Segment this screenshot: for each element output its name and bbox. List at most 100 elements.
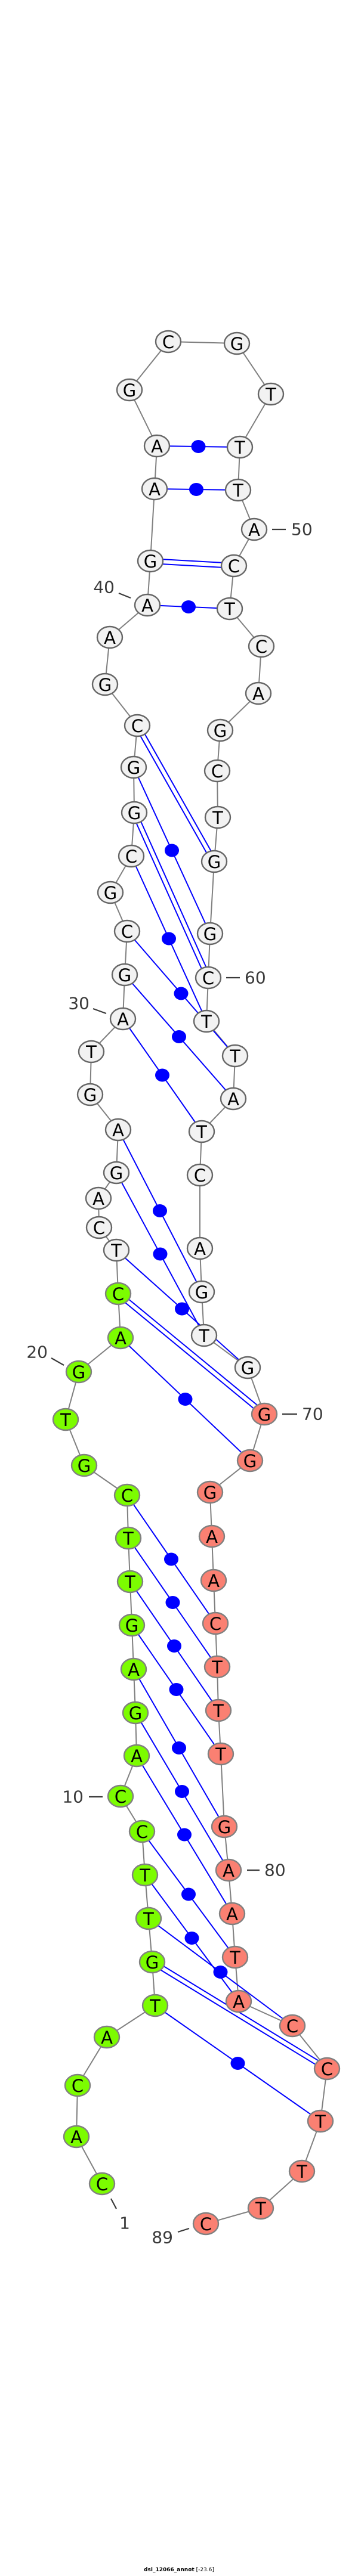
nucleotide-circle: [107, 1326, 134, 1350]
nucleotide-43: A: [143, 434, 171, 458]
nucleotide-27: A: [104, 1118, 132, 1142]
nucleotide-circle: [234, 1356, 261, 1380]
nucleotide-circle: [218, 1902, 246, 1926]
gc-bond-line: [131, 813, 207, 979]
nucleotide-letter: C: [162, 332, 174, 352]
nucleotide-circle: [225, 1989, 252, 2013]
nucleotide-circle: [111, 963, 138, 987]
nucleotide-25: A: [85, 1186, 112, 1210]
nucleotide-letter: G: [203, 924, 217, 944]
nucleotide-79: G: [211, 1815, 238, 1839]
nucleotide-letter: C: [321, 2059, 333, 2079]
nucleotide-85: C: [313, 2057, 341, 2081]
bond-dot: [172, 1741, 186, 1754]
nucleotide-letter: T: [232, 481, 243, 501]
nucleotide-68: T: [190, 1323, 218, 1347]
nucleotide-letter: G: [129, 1703, 142, 1723]
nucleotide-letter: C: [121, 1486, 133, 1506]
nucleotide-letter: T: [110, 1241, 122, 1261]
nucleotide-letter: C: [211, 761, 223, 782]
nucleotide-letter: T: [85, 1042, 97, 1062]
nucleotide-letter: T: [211, 1657, 223, 1678]
nucleotide-letter: C: [286, 2016, 298, 2036]
base-pair-23-69: [116, 1250, 248, 1368]
gc-bond-line: [150, 558, 234, 565]
nucleotide-letter: A: [233, 1992, 245, 2012]
position-number: 89: [152, 2228, 173, 2248]
nucleotide-circle: [196, 922, 224, 946]
bond-dot: [230, 2057, 245, 2070]
nucleotide-circle: [70, 1453, 98, 1477]
nucleotide-letter: G: [72, 1362, 85, 1382]
label-tick: [51, 1357, 64, 1366]
bond-dot: [174, 987, 189, 1000]
nucleotide-letter: C: [121, 922, 133, 942]
bond-dot: [191, 440, 206, 453]
nucleotide-circle: [122, 1701, 149, 1725]
nucleotide-55: G: [206, 718, 234, 742]
nucleotide-circle: [124, 714, 151, 737]
nucleotide-letter: T: [149, 1996, 161, 2016]
nucleotide-63: A: [220, 1087, 247, 1111]
nucleotide-circle: [143, 434, 171, 458]
nucleotide-letter: A: [206, 1527, 218, 1547]
nucleotide-70: G: [251, 1402, 278, 1426]
nucleotide-layer: CACATGTTCCAGAGTTCGTGACTCAGAGTAGCGCGGCGAA…: [52, 330, 341, 2236]
position-number: 1: [119, 2214, 130, 2233]
nucleotide-letter: T: [139, 1865, 150, 1886]
nucleotide-circle: [155, 330, 182, 354]
gc-bond-line: [135, 811, 211, 977]
base-pair-12-80: [135, 1712, 229, 1871]
nucleotide-letter: A: [194, 1239, 206, 1259]
nucleotide-letter: G: [123, 380, 136, 401]
nucleotide-18: G: [70, 1453, 98, 1477]
position-label: 50: [272, 520, 313, 540]
nucleotide-letter: T: [265, 385, 276, 405]
nucleotide-letter: A: [252, 684, 264, 704]
nucleotide-37: C: [124, 714, 151, 737]
nucleotide-48: T: [226, 435, 254, 459]
nucleotide-26: G: [103, 1161, 130, 1185]
nucleotide-circle: [135, 1907, 162, 1930]
nucleotide-circle: [103, 1161, 130, 1185]
nucleotide-letter: T: [314, 2112, 326, 2132]
nucleotide-letter: A: [226, 1904, 238, 1924]
nucleotide-circle: [192, 2212, 220, 2236]
nucleotide-letter: C: [202, 968, 214, 988]
position-label: 40: [93, 578, 131, 599]
bond-dot: [167, 1639, 181, 1653]
nucleotide-letter: A: [128, 1660, 140, 1680]
base-pair-35-60: [131, 811, 211, 979]
nucleotide-circle: [188, 1280, 215, 1304]
nucleotide-53: C: [248, 634, 275, 658]
nucleotide-circle: [196, 1480, 224, 1504]
nucleotide-64: T: [188, 1120, 215, 1143]
nucleotide-letter: T: [60, 1410, 71, 1430]
nucleotide-9: C: [128, 1819, 156, 1843]
label-tick: [110, 2198, 117, 2209]
nucleotide-77: T: [205, 1698, 232, 1722]
nucleotide-14: G: [118, 1613, 146, 1637]
nucleotide-letter: T: [196, 1122, 207, 1142]
nucleotide-circle: [104, 1118, 132, 1142]
base-pair-31-63: [124, 974, 234, 1099]
nucleotide-circle: [120, 755, 147, 779]
nucleotide-letter: T: [255, 2199, 266, 2219]
nucleotide-circle: [247, 2196, 274, 2220]
base-pair-13-79: [133, 1669, 225, 1827]
nucleotide-32: C: [113, 919, 141, 943]
nucleotide-circle: [128, 1819, 156, 1843]
nucleotide-circle: [188, 1120, 215, 1143]
position-number: 60: [245, 968, 266, 988]
nucleotide-72: G: [196, 1480, 224, 1504]
nucleotide-letter: C: [209, 1614, 221, 1634]
nucleotide-letter: G: [243, 1451, 257, 1471]
nucleotide-letter: A: [115, 1328, 126, 1349]
nucleotide-letter: C: [112, 1284, 124, 1304]
nucleotide-38: G: [91, 672, 119, 696]
nucleotide-circle: [204, 805, 232, 829]
label-tick: [118, 592, 131, 599]
nucleotide-33: G: [97, 881, 124, 904]
nucleotide-letter: G: [127, 758, 140, 778]
